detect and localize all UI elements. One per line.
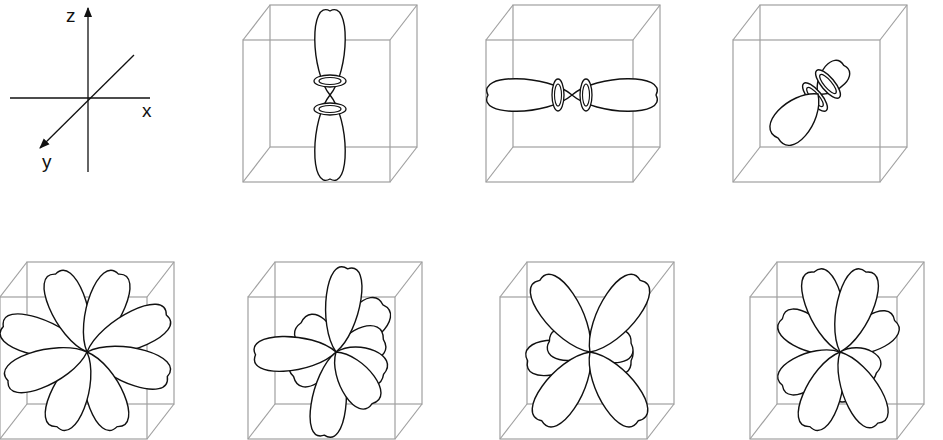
ring bbox=[314, 75, 346, 87]
orbital-x bbox=[487, 79, 658, 112]
cube-frame bbox=[750, 262, 924, 439]
cube-frame bbox=[486, 5, 660, 182]
lobe bbox=[572, 79, 657, 112]
lobe bbox=[487, 79, 572, 112]
lobe bbox=[315, 95, 345, 180]
orbital-f bbox=[523, 268, 657, 433]
axis-label: z bbox=[66, 6, 76, 25]
orbital-y bbox=[764, 56, 854, 151]
z-axis bbox=[87, 8, 88, 172]
y-axis bbox=[40, 55, 134, 148]
ring bbox=[314, 103, 346, 115]
cube-frame bbox=[248, 262, 422, 439]
lobe bbox=[764, 82, 832, 152]
cube-frame bbox=[733, 5, 907, 182]
axis-label: y bbox=[42, 152, 52, 171]
orbital-z bbox=[314, 10, 346, 181]
cube-frame bbox=[500, 262, 674, 439]
orbital-f bbox=[773, 265, 904, 435]
axes bbox=[10, 8, 150, 172]
x-axis bbox=[10, 97, 150, 98]
lobe bbox=[315, 10, 345, 95]
axis-label: x bbox=[142, 101, 152, 120]
ring bbox=[580, 79, 592, 111]
orbital-f bbox=[254, 265, 397, 439]
ring bbox=[552, 79, 564, 111]
cube-frame bbox=[243, 5, 417, 182]
orbital-f bbox=[0, 266, 175, 435]
